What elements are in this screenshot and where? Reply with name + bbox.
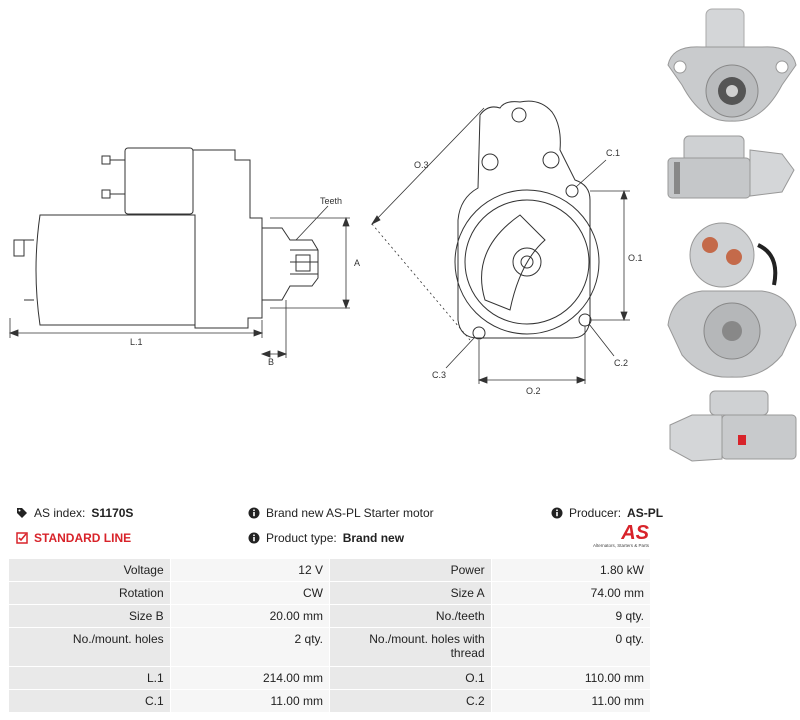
- producer: Producer: AS-PL: [551, 506, 663, 520]
- spec-value: CW: [169, 581, 330, 605]
- producer-value: AS-PL: [627, 506, 664, 520]
- product-photo-side: [662, 130, 800, 210]
- spec-value: 110.00 mm: [490, 666, 652, 690]
- standard-line: STANDARD LINE: [16, 531, 131, 545]
- motor-body-outline: [35, 214, 196, 326]
- spec-value: 20.00 mm: [169, 604, 330, 628]
- as-index-label: AS index:: [34, 506, 86, 520]
- spec-key: Size B: [8, 604, 171, 628]
- table-row: Voltage 12 V Power 1.80 kW: [8, 558, 652, 582]
- as-index-value: S1170S: [91, 506, 134, 520]
- logo-tagline: Alternators, Starters & Parts: [592, 543, 649, 548]
- product-photo-front: [662, 5, 800, 125]
- label-a: A: [354, 258, 360, 268]
- spec-key: No./teeth: [328, 604, 492, 628]
- producer-label: Producer:: [569, 506, 622, 520]
- front-circle-outer: [454, 189, 600, 335]
- spec-key: C.2: [328, 689, 492, 713]
- tags-icon: [17, 508, 27, 518]
- spec-value: 74.00 mm: [490, 581, 652, 605]
- table-row: No./mount. holes 2 qty. No./mount. holes…: [8, 627, 652, 667]
- label-l1: L.1: [130, 337, 143, 347]
- as-index: AS index: S1170S: [16, 506, 133, 520]
- spec-value: 11.00 mm: [490, 689, 652, 713]
- label-c2: C.2: [614, 358, 628, 368]
- pinion-outline: [262, 227, 319, 301]
- spec-key: Size A: [328, 581, 492, 605]
- info-icon: [248, 507, 260, 519]
- spec-value: 0 qty.: [490, 627, 652, 667]
- as-pl-logo: AS Alternators, Starters & Parts: [585, 523, 649, 548]
- table-row: C.1 11.00 mm C.2 11.00 mm: [8, 689, 652, 713]
- spec-key: C.1: [8, 689, 171, 713]
- label-b: B: [268, 357, 274, 367]
- product-photo-side-2: [662, 385, 800, 470]
- spec-value: 12 V: [169, 558, 330, 582]
- checkbox-icon: [16, 532, 28, 544]
- spec-key: Voltage: [8, 558, 171, 582]
- hole-c1: [565, 184, 579, 198]
- spec-value: 2 qty.: [169, 627, 330, 667]
- spec-value: 11.00 mm: [169, 689, 330, 713]
- front-flange-outline: [457, 100, 591, 339]
- drive-housing-outline: [193, 149, 263, 329]
- spec-value: 1.80 kW: [490, 558, 652, 582]
- spec-value: 214.00 mm: [169, 666, 330, 690]
- spec-key: Power: [328, 558, 492, 582]
- label-c1: C.1: [606, 148, 620, 158]
- standard-line-label: STANDARD LINE: [34, 531, 132, 545]
- spec-key: Rotation: [8, 581, 171, 605]
- spec-key: No./mount. holes: [8, 627, 171, 667]
- solenoid-outline: [124, 147, 194, 215]
- label-o1: O.1: [628, 253, 643, 263]
- spec-value: 9 qty.: [490, 604, 652, 628]
- product-type-label: Product type:: [266, 531, 337, 545]
- spec-key: O.1: [328, 666, 492, 690]
- brand-text: Brand new AS-PL Starter motor: [266, 506, 434, 520]
- label-o3: O.3: [414, 160, 429, 170]
- info-icon: [551, 507, 563, 519]
- info-icon: [248, 532, 260, 544]
- table-row: Size B 20.00 mm No./teeth 9 qty.: [8, 604, 652, 628]
- table-row: L.1 214.00 mm O.1 110.00 mm: [8, 666, 652, 690]
- product-photo-rear: [662, 215, 800, 380]
- brand-info: Brand new AS-PL Starter motor: [248, 506, 434, 520]
- spec-key: No./mount. holes with thread: [328, 627, 492, 667]
- hole-c3: [472, 326, 486, 340]
- product-type-value: Brand new: [342, 531, 405, 545]
- product-type: Product type: Brand new: [248, 531, 404, 545]
- table-row: Rotation CW Size A 74.00 mm: [8, 581, 652, 605]
- logo-text: AS: [621, 522, 649, 544]
- technical-drawing: Teeth A B L.1 O.3 C.1 O.1 C.2 C.3 O.2: [8, 100, 643, 396]
- label-o2: O.2: [526, 386, 541, 396]
- label-c3: C.3: [432, 370, 446, 380]
- label-teeth: Teeth: [320, 196, 342, 206]
- specs-table: Voltage 12 V Power 1.80 kW Rotation CW S…: [8, 558, 652, 713]
- spec-key: L.1: [8, 666, 171, 690]
